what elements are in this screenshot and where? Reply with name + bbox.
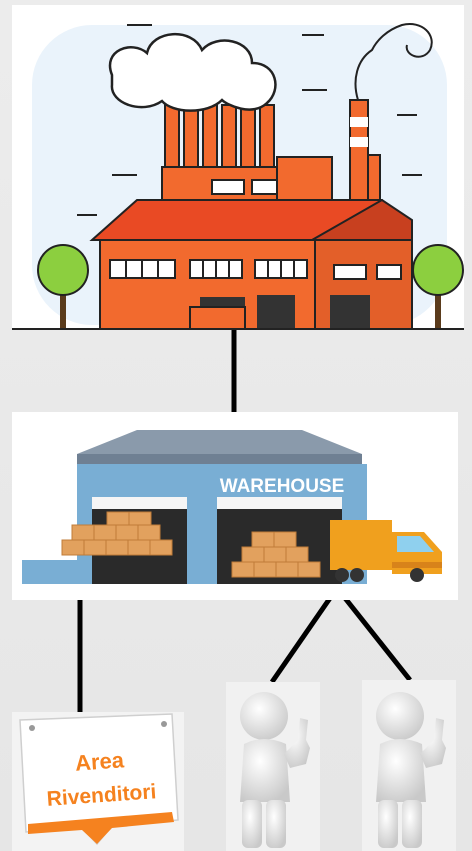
factory-icon (12, 5, 464, 330)
person-thumbs-up-1 (226, 682, 320, 851)
reseller-line1: Area (74, 747, 125, 775)
warehouse-icon: WAREHOUSE (12, 412, 458, 600)
truck-person2-line (337, 588, 410, 680)
warehouse-sign-text: WAREHOUSE (220, 476, 345, 497)
person-thumbs-up-icon (226, 682, 320, 851)
warehouse-panel: WAREHOUSE (12, 412, 458, 600)
reseller-area-panel: Area Rivenditori (12, 712, 184, 851)
sign-icon: Area Rivenditori (12, 712, 184, 851)
factory-panel (12, 5, 464, 330)
truck-person1-line (272, 588, 337, 682)
person-thumbs-up-2 (362, 680, 456, 851)
person-thumbs-up-icon (362, 680, 456, 851)
